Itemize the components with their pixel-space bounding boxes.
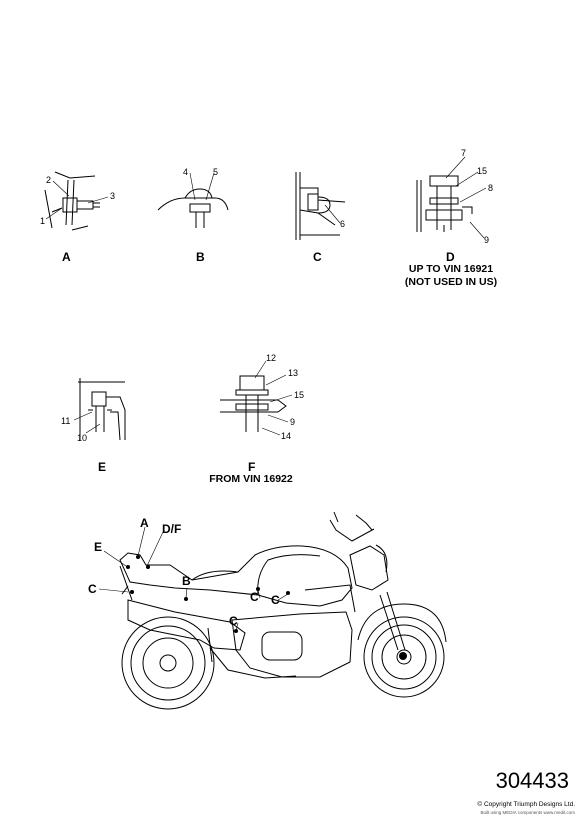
bike-callout-leaders	[98, 526, 289, 631]
bike-label-c-frame: C	[250, 590, 259, 604]
callout-15-d: 15	[477, 166, 488, 176]
callout-7: 7	[461, 148, 467, 158]
detail-a-label: A	[62, 250, 71, 264]
detail-b-drawing	[157, 188, 229, 228]
detail-e-drawing	[78, 378, 126, 441]
copyright-subtext: Built using MEDIA components www.medit.c…	[480, 810, 575, 815]
bike-label-c-rear: C	[88, 582, 97, 596]
callout-1: 1	[40, 216, 46, 226]
bike-label-a: A	[140, 516, 149, 530]
callout-5: 5	[213, 167, 219, 177]
detail-f-note: FROM VIN 16922	[209, 473, 293, 485]
detail-d-note: UP TO VIN 16921 (NOT USED IN US)	[386, 263, 516, 289]
callout-3: 3	[110, 191, 116, 201]
detail-e-label: E	[98, 460, 107, 474]
callout-leaders	[45, 156, 487, 436]
detail-f-drawing	[220, 375, 287, 432]
callout-2: 2	[46, 175, 52, 185]
bike-label-c-tank: C	[271, 593, 280, 607]
callout-13: 13	[288, 368, 299, 378]
detail-c-label: C	[313, 250, 322, 264]
bike-label-c-lower: C	[229, 614, 238, 628]
detail-d-note-line1: UP TO VIN 16921	[408, 263, 494, 275]
callout-15-f: 15	[294, 390, 305, 400]
callout-14: 14	[281, 431, 292, 441]
detail-a-drawing	[44, 171, 100, 231]
copyright-text: © Copyright Triumph Designs Ltd.	[477, 801, 575, 808]
bike-label-e: E	[94, 540, 103, 554]
callout-6: 6	[340, 219, 346, 229]
detail-d-note-line2: (NOT USED IN US)	[404, 276, 498, 288]
callout-10: 10	[77, 433, 88, 443]
callout-12: 12	[266, 353, 277, 363]
bike-label-df: D/F	[162, 522, 182, 536]
detail-b-label: B	[196, 250, 205, 264]
callout-8: 8	[488, 183, 494, 193]
callout-9-f: 9	[290, 417, 296, 427]
detail-f-label: F	[248, 460, 256, 474]
detail-c-drawing	[295, 172, 346, 240]
callout-9-d: 9	[484, 235, 490, 245]
reference-number: 304433	[495, 768, 569, 793]
bike-label-b: B	[182, 574, 191, 588]
detail-d-label: D	[446, 250, 455, 264]
callout-4: 4	[183, 167, 189, 177]
mount-points	[126, 555, 407, 660]
callout-11: 11	[61, 416, 71, 426]
motorcycle-drawing	[119, 511, 447, 710]
detail-d-drawing	[416, 175, 473, 232]
